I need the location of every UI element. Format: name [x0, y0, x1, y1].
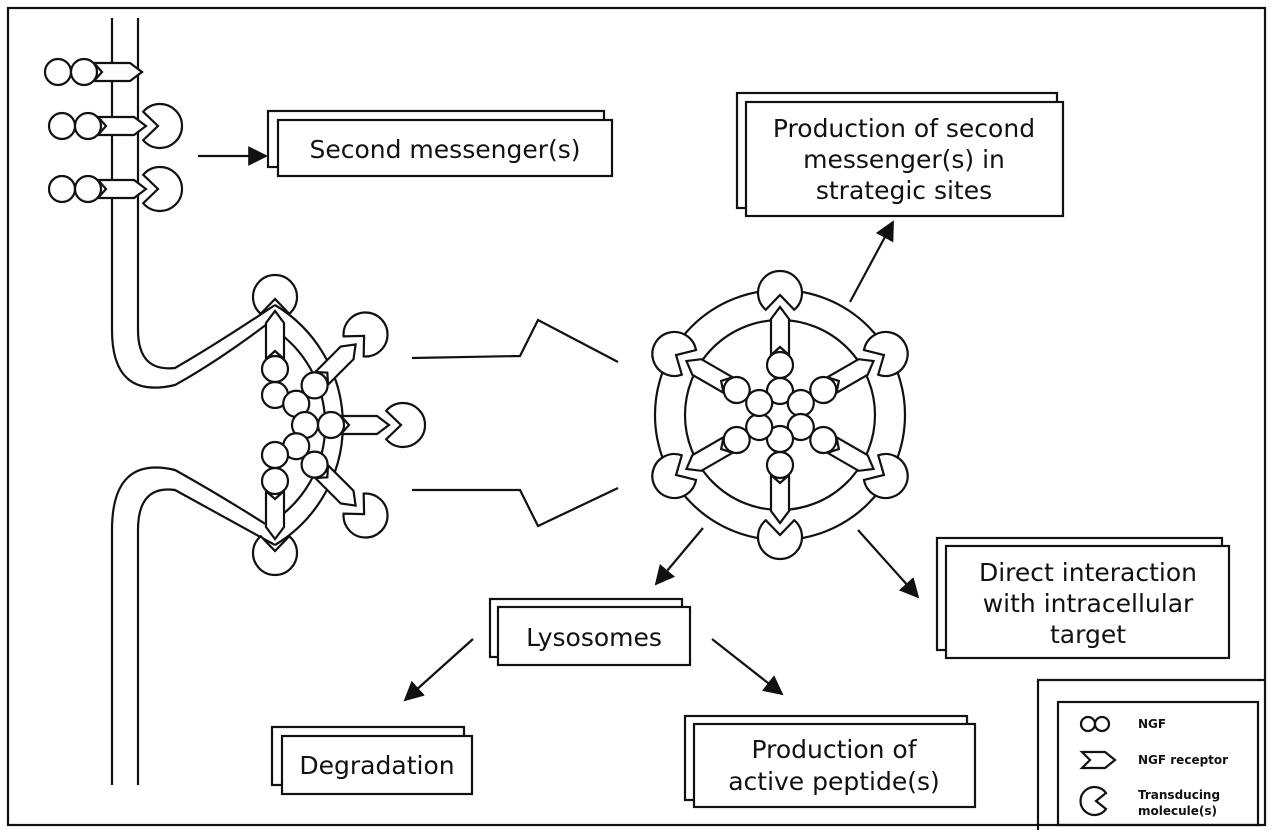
ngf-receptor	[95, 115, 148, 137]
transducing-molecule	[756, 518, 804, 561]
ngf-receptor	[824, 435, 876, 472]
active-peptides-line-2: active peptide(s)	[728, 767, 940, 796]
ngf-molecule	[765, 450, 795, 480]
production-sites-line-2: messenger(s) in	[803, 145, 1005, 174]
ngf-molecule	[69, 57, 99, 87]
ngf-molecule	[47, 111, 77, 141]
ngf-receptor	[769, 305, 791, 358]
ngf-receptor	[338, 414, 391, 436]
ngf-molecule	[809, 425, 838, 455]
arrow-to-lysosomes	[654, 527, 704, 586]
ngf-molecule	[722, 425, 751, 455]
ngf-molecule	[73, 111, 103, 141]
transducing-molecule	[651, 330, 698, 378]
ngf-molecule	[260, 440, 290, 470]
ngf-receptor-complex	[282, 311, 389, 418]
box-direct-interaction: Direct interaction with intracellular ta…	[935, 536, 1231, 660]
transducing-molecule	[651, 452, 698, 500]
transducing-molecule	[342, 492, 389, 539]
ngf-receptor	[95, 178, 148, 200]
legend-receptor-label: NGF receptor	[1138, 753, 1228, 767]
lysosomes-label: Lysosomes	[526, 623, 662, 652]
box-active-peptides: Production of active peptide(s)	[683, 714, 977, 809]
transducing-molecule	[251, 273, 299, 316]
arrow-to-degradation	[403, 638, 474, 702]
transducing-molecule	[141, 165, 184, 213]
ngf-molecule	[765, 350, 795, 380]
internalization-arrows	[411, 318, 619, 528]
ngf-molecule	[73, 174, 103, 204]
legend-transducing-line-1: Transducing	[1138, 788, 1220, 802]
legend-ngf-label: NGF	[1138, 717, 1166, 731]
box-production-sites: Production of second messenger(s) in str…	[735, 91, 1065, 218]
transducing-molecule	[251, 534, 299, 577]
ngf-receptor-complex	[251, 273, 299, 410]
arrow-to-active-peptides	[711, 638, 784, 696]
ngf-molecule	[722, 375, 751, 405]
ngf-receptor-complex	[282, 432, 389, 539]
receptor-complexes	[43, 57, 909, 577]
ngf-receptor-complex	[756, 269, 804, 406]
legend: NGF NGF receptor Transducing molecule(s)	[1036, 678, 1265, 830]
ngf-receptor-complex	[651, 330, 774, 418]
degradation-label: Degradation	[299, 751, 454, 780]
ngf-receptor	[769, 472, 791, 525]
ngf-receptor-complex	[47, 165, 184, 213]
flow-arrows	[403, 220, 920, 702]
box-lysosomes: Lysosomes	[488, 597, 692, 667]
ngf-receptor	[312, 343, 357, 388]
ngf-molecule	[300, 371, 329, 400]
ngf-receptor	[824, 358, 876, 395]
cell-membrane	[110, 18, 276, 785]
arrow-to-production-sites	[849, 220, 894, 303]
production-sites-line-1: Production of second	[773, 114, 1035, 143]
legend-transducing-line-2: molecule(s)	[1138, 804, 1217, 818]
ngf-molecule	[47, 174, 77, 204]
transducing-molecule	[862, 330, 909, 378]
direct-interaction-line-1: Direct interaction	[979, 558, 1197, 587]
second-messenger-label: Second messenger(s)	[309, 135, 580, 164]
ngf-receptor-complex	[290, 401, 427, 449]
ngf-receptor-complex	[651, 412, 774, 500]
ngf-receptor-complex	[756, 424, 804, 561]
transducing-molecule	[141, 102, 184, 150]
direct-interaction-line-3: target	[1050, 620, 1126, 649]
ngf-molecule	[260, 354, 290, 384]
transducing-molecule	[756, 269, 804, 312]
ngf-receptor-complex	[251, 440, 299, 577]
ngf-receptor	[684, 435, 736, 472]
ngf-receptor	[264, 488, 286, 541]
ngf-molecule	[43, 57, 73, 87]
ngf-receptor-complex	[43, 57, 144, 87]
ngf-molecule	[316, 410, 346, 440]
ngf-receptor	[684, 358, 736, 395]
ngf-receptor	[312, 462, 357, 507]
direct-interaction-line-2: with intracellular	[983, 589, 1194, 618]
box-degradation: Degradation	[270, 725, 474, 796]
legend-ngf-icon	[1079, 715, 1111, 733]
ngf-receptor-complex	[786, 330, 909, 418]
production-sites-line-3: strategic sites	[816, 176, 992, 205]
legend-transducing-icon	[1079, 785, 1108, 817]
legend-receptor-icon	[1079, 750, 1117, 770]
ngf-molecule	[300, 450, 329, 479]
arrow-to-direct-interaction	[857, 529, 920, 599]
transducing-molecule	[342, 311, 389, 358]
active-peptides-line-1: Production of	[751, 735, 917, 764]
ngf-molecule	[260, 466, 290, 496]
ngf-receptor	[264, 309, 286, 362]
ngf-receptor-complex	[786, 412, 909, 500]
transducing-molecule	[862, 452, 909, 500]
diagram-frame	[6, 6, 1267, 827]
ngf-receptor	[91, 61, 144, 83]
legend-box	[1056, 700, 1260, 827]
ngf-receptor-complex	[47, 102, 184, 150]
box-second-messenger: Second messenger(s)	[266, 109, 614, 178]
ngf-molecule	[809, 375, 838, 405]
transducing-molecule	[384, 401, 427, 449]
